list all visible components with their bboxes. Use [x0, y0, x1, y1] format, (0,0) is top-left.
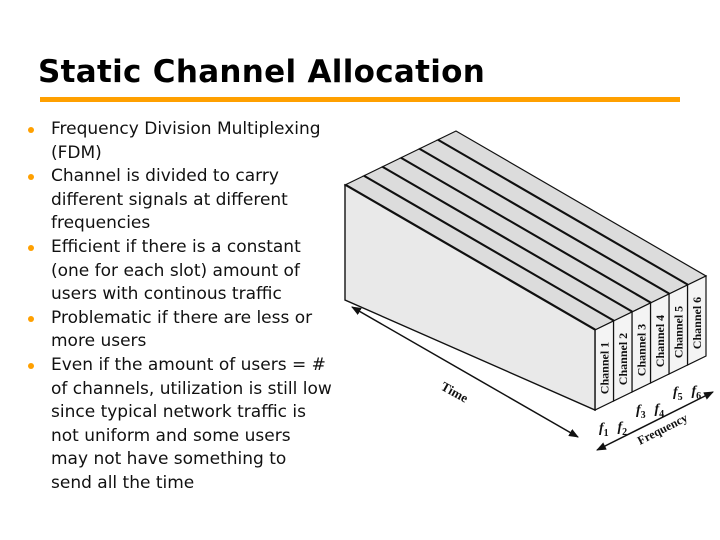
channel-label: Channel 2: [616, 333, 630, 385]
bullet-text: Problematic if there are less or more us…: [51, 307, 313, 352]
bullet-dot-icon: [28, 362, 34, 369]
bullet-text: Efficient if there is a constant (one fo…: [51, 236, 301, 305]
bullet-list: Frequency Division Multiplexing (FDM) Ch…: [22, 118, 332, 496]
frequency-label: f5: [673, 385, 683, 403]
channel-label: Channel 1: [597, 342, 611, 394]
bullet-dot-icon: [28, 174, 34, 181]
fdm-diagram: Channel 1 Channel 2 Channel 3 Channel 4 Chan…: [343, 130, 714, 451]
channel-label: Channel 5: [671, 306, 685, 358]
frequency-label: f3: [636, 403, 646, 421]
title-underline: [40, 97, 680, 102]
channel-label: Channel 6: [690, 297, 704, 349]
frequency-subscript: 3: [641, 410, 646, 421]
frequency-symbol: f: [692, 384, 698, 399]
slide-title: Static Channel Allocation: [38, 54, 486, 90]
time-axis-label: Time: [439, 379, 472, 406]
channel-labels: Channel 1 Channel 2 Channel 3 Channel 4 Chan…: [597, 297, 704, 394]
bullet-text: Frequency Division Multiplexing (FDM): [51, 119, 321, 163]
bullet-text: Even if the amount of users = # of chann…: [51, 354, 332, 493]
bullet-dot-icon: [28, 244, 34, 251]
time-axis-arrow: [351, 306, 579, 438]
bullet-item: Efficient if there is a constant (one fo…: [22, 236, 332, 307]
bullet-dot-icon: [28, 315, 34, 322]
channel-label: Channel 4: [653, 315, 667, 367]
frequency-subscript: 5: [678, 392, 683, 403]
bullet-item: Channel is divided to carry different si…: [22, 165, 332, 236]
frequency-axis-arrow: [596, 391, 714, 451]
frequency-subscript: 1: [604, 428, 609, 439]
frequency-label: f1: [599, 421, 609, 439]
bullet-dot-icon: [28, 127, 34, 133]
bullet-item: Even if the amount of users = # of chann…: [22, 354, 332, 496]
channel-label: Channel 3: [634, 324, 648, 376]
bullet-text: Channel is divided to carry different si…: [51, 166, 288, 234]
bullet-item: Problematic if there are less or more us…: [22, 307, 332, 354]
bullet-item: Frequency Division Multiplexing (FDM): [22, 118, 332, 165]
